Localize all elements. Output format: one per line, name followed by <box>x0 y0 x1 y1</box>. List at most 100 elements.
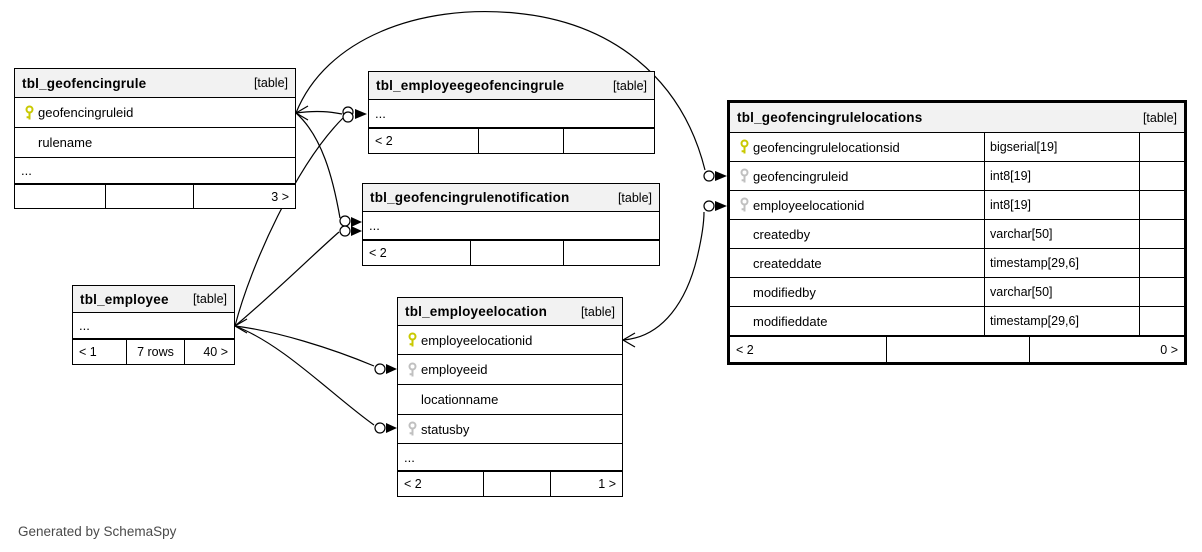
generated-by-note: Generated by SchemaSpy <box>18 524 177 539</box>
column-name: modifiedby <box>753 284 816 300</box>
table-footer: < 1 7 rows 40 > <box>73 339 234 364</box>
column-name: rulename <box>38 135 93 150</box>
column-row: geofencingruleid int8[19] <box>730 162 1184 191</box>
cardinality-circle <box>374 363 386 375</box>
column-type: timestamp[29,6] <box>984 249 1139 277</box>
footer-rows <box>887 337 1030 362</box>
row-end-cell <box>1139 307 1184 335</box>
footer-rows <box>471 241 564 265</box>
table-tag: [table] <box>617 190 652 205</box>
foreign-key-icon <box>404 421 421 437</box>
column-name: createddate <box>753 255 822 271</box>
table-tag: [table] <box>1142 110 1177 125</box>
column-row-ellipsis: ... <box>73 313 234 339</box>
column-type: varchar[50] <box>984 220 1139 248</box>
column-row: modifiedby varchar[50] <box>730 278 1184 307</box>
footer-parents: < 1 <box>73 340 127 364</box>
column-name: geofencingrulelocationsid <box>753 139 900 155</box>
table-footer: < 2 <box>369 128 654 153</box>
column-name: employeelocationid <box>421 332 533 348</box>
column-type: bigserial[19] <box>984 133 1139 161</box>
column-row: employeeid <box>398 355 622 385</box>
row-end-cell <box>1139 133 1184 161</box>
fk-arrowhead <box>355 109 367 119</box>
footer-rows <box>484 472 551 496</box>
relation-employee-employeelocation-statusby <box>234 325 375 426</box>
column-name: locationname <box>421 392 499 407</box>
table-tag: [table] <box>580 304 615 319</box>
column-name: statusby <box>421 421 470 437</box>
row-end-cell <box>1139 191 1184 219</box>
column-row: employeelocationid int8[19] <box>730 191 1184 220</box>
table-tbl-geofencingrulelocations: tbl_geofencingrulelocations [table] geof… <box>727 100 1187 365</box>
column-name: createdby <box>753 226 811 242</box>
column-row-ellipsis: ... <box>369 100 654 128</box>
column-row: locationname <box>398 385 622 415</box>
fk-arrowhead <box>386 423 397 433</box>
column-row: rulename <box>15 128 295 158</box>
relation-geofencingrule-geofencingrulenotification <box>295 112 341 219</box>
footer-rows: 7 rows <box>127 340 185 364</box>
column-row: statusby <box>398 415 622 444</box>
table-title: tbl_geofencingrulenotification <box>370 190 570 205</box>
table-footer: < 2 0 > <box>730 336 1184 362</box>
column-name: employeeid <box>421 362 488 377</box>
table-header[interactable]: tbl_geofencingrulelocations [table] <box>730 103 1184 133</box>
fk-arrowhead <box>715 171 727 181</box>
column-name: geofencingruleid <box>753 168 849 184</box>
column-name: ... <box>375 106 386 121</box>
primary-key-icon <box>404 332 421 348</box>
table-header[interactable]: tbl_geofencingrule [table] <box>15 69 295 98</box>
foreign-key-icon <box>736 197 753 213</box>
table-tag: [table] <box>192 292 227 306</box>
column-type: int8[19] <box>984 162 1139 190</box>
relation-employee-geofencingrulenotification <box>234 231 340 327</box>
primary-key-icon <box>736 139 753 155</box>
table-tag: [table] <box>253 76 288 90</box>
column-row: employeelocationid <box>398 326 622 355</box>
table-title: tbl_employeegeofencingrule <box>376 78 565 93</box>
table-tbl-employeelocation: tbl_employeelocation [table] employeeloc… <box>397 297 623 497</box>
footer-children: 0 > <box>1160 342 1178 357</box>
column-row: createdby varchar[50] <box>730 220 1184 249</box>
relation-geofencingrule-geofencingrulelocations <box>295 11 706 171</box>
fk-arrowhead <box>351 217 362 227</box>
table-title: tbl_geofencingrule <box>22 75 147 91</box>
cardinality-circle <box>339 215 351 227</box>
column-row: modifieddate timestamp[29,6] <box>730 307 1184 336</box>
table-tag: [table] <box>612 78 647 93</box>
footer-rows <box>106 185 194 208</box>
table-tbl-geofencingrulenotification: tbl_geofencingrulenotification [table] .… <box>362 183 660 266</box>
fk-arrowhead <box>386 364 397 374</box>
table-title: tbl_employee <box>80 291 169 307</box>
table-header[interactable]: tbl_employee [table] <box>73 286 234 313</box>
column-row: geofencingruleid <box>15 98 295 128</box>
relation-employee-employeelocation-employeeid <box>234 325 375 367</box>
table-header[interactable]: tbl_employeegeofencingrule [table] <box>369 72 654 100</box>
table-footer: 3 > <box>15 184 295 208</box>
column-type: int8[19] <box>984 191 1139 219</box>
column-name: ... <box>404 449 415 465</box>
row-end-cell <box>1139 220 1184 248</box>
column-type: varchar[50] <box>984 278 1139 306</box>
table-header[interactable]: tbl_employeelocation [table] <box>398 298 622 326</box>
footer-parents: < 2 <box>730 337 887 362</box>
column-name: employeelocationid <box>753 197 865 213</box>
fk-arrowhead <box>715 201 727 211</box>
column-row: createddate timestamp[29,6] <box>730 249 1184 278</box>
column-row-ellipsis: ... <box>363 212 659 240</box>
foreign-key-icon <box>736 168 753 184</box>
footer-parents: < 2 <box>369 129 479 153</box>
table-footer: < 2 1 > <box>398 471 622 496</box>
cardinality-circle <box>339 225 351 237</box>
column-row-ellipsis: ... <box>398 444 622 471</box>
footer-children <box>564 241 659 265</box>
table-tbl-employee: tbl_employee [table] ... < 1 7 rows 40 > <box>72 285 235 365</box>
footer-parents: < 2 <box>363 241 471 265</box>
table-header[interactable]: tbl_geofencingrulenotification [table] <box>363 184 659 212</box>
column-row: geofencingrulelocationsid bigserial[19] <box>730 133 1184 162</box>
row-end-cell <box>1139 162 1184 190</box>
column-name: ... <box>79 318 90 333</box>
column-row-ellipsis: ... <box>15 158 295 184</box>
